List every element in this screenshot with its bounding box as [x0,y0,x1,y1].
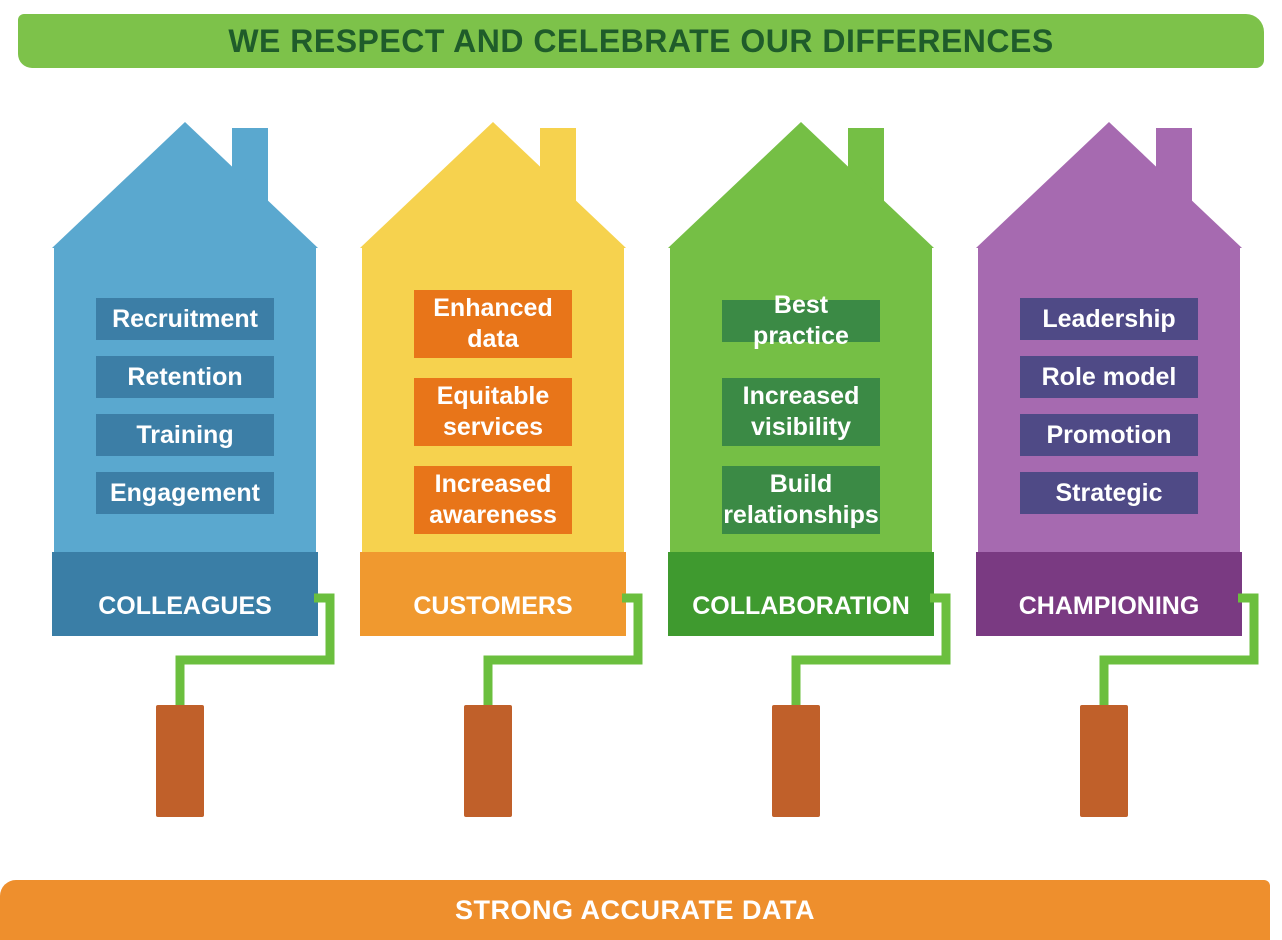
house-item: Training [96,414,274,456]
header-title: WE RESPECT AND CELEBRATE OUR DIFFERENCES [228,22,1054,59]
roller-grip [1080,705,1128,817]
house-item: Increased awareness [414,466,572,534]
roller-grip [772,705,820,817]
roller-grip [464,705,512,817]
house-item: Recruitment [96,298,274,340]
roller-handle [791,593,951,710]
house-item: Build relationships [722,466,880,534]
roller-handle [175,593,335,710]
house-item: Increased visibility [722,378,880,446]
house-item: Strategic [1020,472,1198,514]
roller-grip [156,705,204,817]
house-item: Role model [1020,356,1198,398]
header-banner: WE RESPECT AND CELEBRATE OUR DIFFERENCES [18,14,1264,68]
house-shape [52,122,335,817]
house-label: COLLABORATION [692,591,910,620]
house-item: Enhanced data [414,290,572,358]
roof [668,122,934,248]
house-item: Equitable services [414,378,572,446]
house-item: Best practice [722,291,880,350]
footer-banner: STRONG ACCURATE DATA [0,880,1270,940]
roller-handle [1099,593,1259,710]
house-label: COLLEAGUES [98,591,272,620]
house-shape [976,122,1259,817]
house-base [52,552,318,636]
house-label: CHAMPIONING [1018,591,1200,620]
roller-handle [483,593,643,710]
house-base [976,552,1242,636]
house-item: Promotion [1020,414,1198,456]
roof [360,122,626,248]
house-item: Leadership [1020,298,1198,340]
footer-title: STRONG ACCURATE DATA [455,894,815,925]
house-base [668,552,934,636]
roof [52,122,318,248]
house-label: CUSTOMERS [413,591,573,620]
house-item: Retention [96,356,274,398]
house-item: Engagement [96,472,274,514]
roof [976,122,1242,248]
house-base [360,552,626,636]
